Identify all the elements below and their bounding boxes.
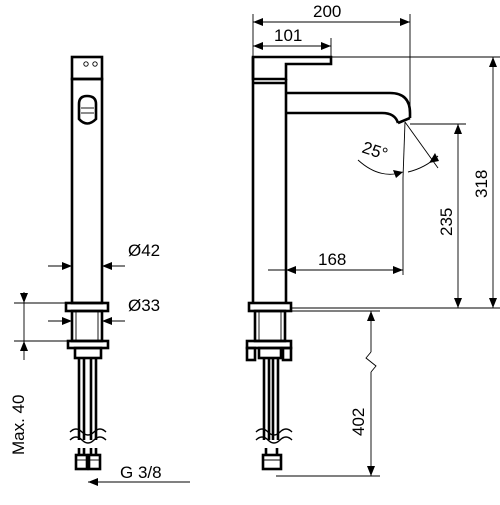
- dim-supply-length: 402: [276, 310, 380, 477]
- break-mark: [255, 436, 293, 444]
- thread-label: G 3/8: [120, 463, 162, 482]
- max-thickness-label: Max. 40: [9, 395, 28, 455]
- spout-height-label: 235: [437, 208, 456, 236]
- aerator-outlet: [77, 94, 98, 125]
- hose-connector: [87, 453, 102, 471]
- side-clamp-left: [245, 346, 257, 362]
- side-shank: [253, 309, 287, 343]
- dim-thread: G 3/8: [88, 463, 190, 486]
- front-fixing-nut: [73, 346, 103, 360]
- spout-angle-label: 25°: [360, 138, 390, 164]
- dim-handle-reach: 101: [253, 26, 332, 57]
- shank-diameter-label: Ø33: [128, 296, 160, 315]
- dim-spout-projection: 168: [268, 178, 404, 275]
- cap-screw-icon: [92, 61, 98, 67]
- front-handle-cap: [70, 55, 104, 81]
- hose-connector: [74, 453, 89, 471]
- dim-counter-thickness: Max. 40: [9, 292, 68, 455]
- side-clamp-right: [281, 346, 293, 362]
- side-handle-lever: [251, 55, 333, 81]
- handle-reach-label: 101: [274, 26, 302, 45]
- side-fixing-nut: [257, 346, 283, 360]
- dim-spout-angle: 25°: [357, 121, 439, 179]
- front-view: [64, 55, 110, 471]
- break-mark: [69, 436, 107, 444]
- dim-shank-diameter: Ø33: [48, 296, 160, 325]
- side-view: [245, 55, 412, 471]
- supply-length-label: 402: [349, 408, 368, 436]
- cap-screw-icon: [83, 61, 89, 67]
- dim-total-height: 318: [331, 56, 500, 308]
- dim-total-reach: 200: [252, 2, 411, 118]
- front-shank: [70, 309, 104, 343]
- total-height-label: 318: [472, 170, 491, 198]
- body-diameter-label: Ø42: [128, 241, 160, 260]
- break-mark: [69, 428, 107, 436]
- spout-projection-label: 168: [318, 250, 346, 269]
- spout-inner: [286, 111, 400, 124]
- total-reach-label: 200: [313, 2, 341, 21]
- dim-spout-height: 235: [291, 123, 500, 309]
- break-mark: [255, 428, 293, 436]
- dim-body-diameter: Ø42: [48, 241, 160, 270]
- hose-connector: [261, 453, 283, 471]
